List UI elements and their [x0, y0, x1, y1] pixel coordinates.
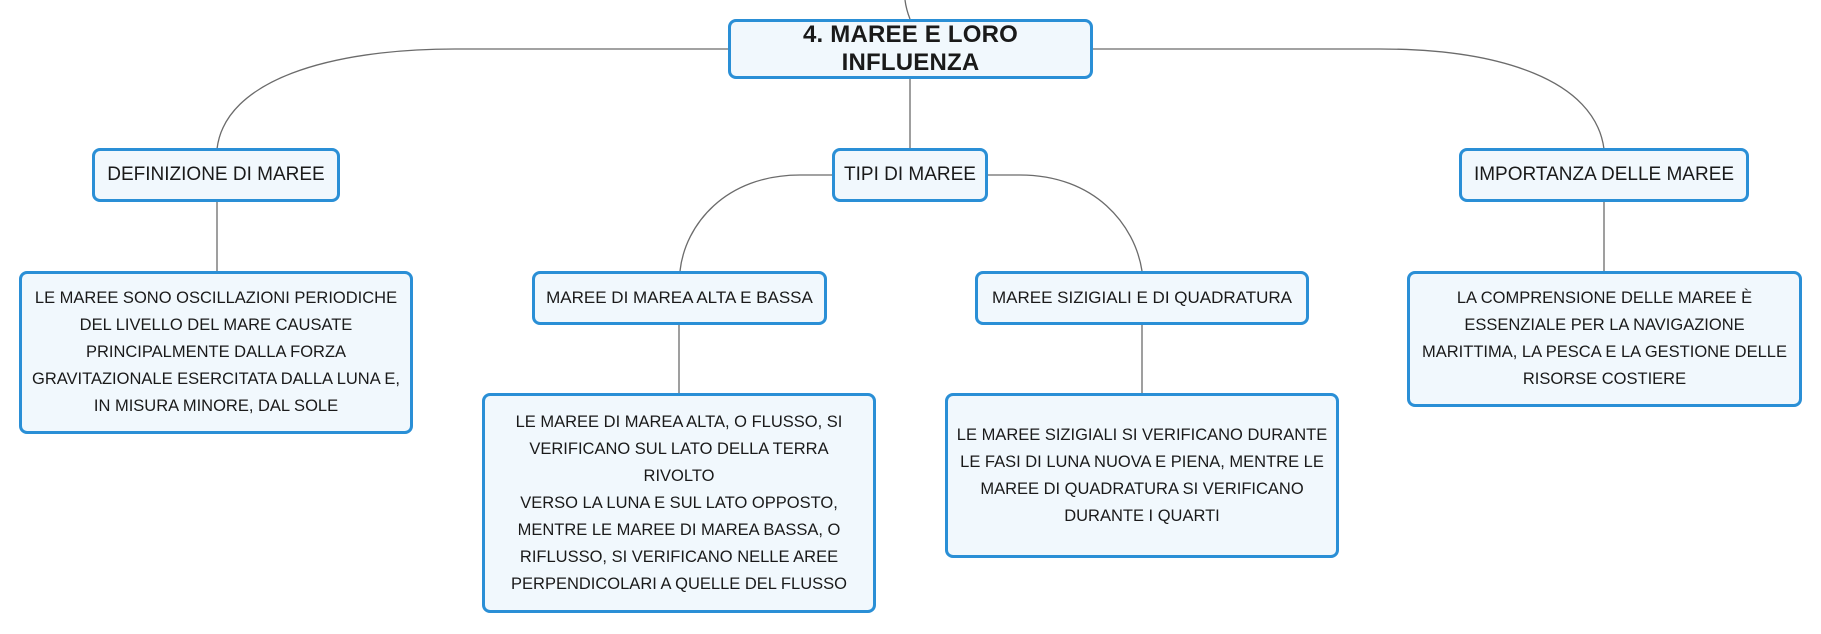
definition-detail-text: LE MAREE SONO OSCILLAZIONI PERIODICHE DE… — [32, 289, 400, 415]
branch-definition-label: DEFINIZIONE DI MAREE — [107, 164, 325, 185]
branch-definition[interactable]: DEFINIZIONE DI MAREE — [92, 148, 340, 202]
importance-detail[interactable]: LA COMPRENSIONE DELLE MAREE È ESSENZIALE… — [1407, 271, 1802, 407]
importance-detail-text: LA COMPRENSIONE DELLE MAREE È ESSENZIALE… — [1422, 289, 1787, 388]
connector-types-to-spring-neap — [988, 174, 1143, 272]
spring-neap-tides-detail[interactable]: LE MAREE SIZIGIALI SI VERIFICANO DURANTE… — [945, 393, 1339, 558]
high-low-tides-detail[interactable]: LE MAREE DI MAREA ALTA, O FLUSSO, SI VER… — [482, 393, 876, 613]
connector-root-to-definition — [216, 48, 728, 150]
root-topic-label: 4. MAREE E LORO INFLUENZA — [802, 21, 1019, 76]
high-low-tides-detail-text: LE MAREE DI MAREA ALTA, O FLUSSO, SI VER… — [511, 412, 847, 593]
spring-neap-tides-detail-text: LE MAREE SIZIGIALI SI VERIFICANO DURANTE… — [956, 425, 1328, 525]
connector-root-to-importance — [1093, 48, 1605, 150]
branch-importance-label: IMPORTANZA DELLE MAREE — [1473, 164, 1735, 185]
definition-detail[interactable]: LE MAREE SONO OSCILLAZIONI PERIODICHE DE… — [19, 271, 413, 434]
connector-types-to-high-low — [679, 174, 832, 272]
branch-types[interactable]: TIPI DI MAREE — [832, 148, 988, 202]
connector-parent-to-root — [904, 0, 911, 20]
subtopic-spring-neap-tides[interactable]: MAREE SIZIGIALI E DI QUADRATURA — [975, 271, 1309, 325]
subtopic-high-low-tides[interactable]: MAREE DI MAREA ALTA E BASSA — [532, 271, 827, 325]
branch-importance[interactable]: IMPORTANZA DELLE MAREE — [1459, 148, 1749, 202]
subtopic-high-low-tides-label: MAREE DI MAREA ALTA E BASSA — [546, 288, 813, 307]
root-topic[interactable]: 4. MAREE E LORO INFLUENZA — [728, 19, 1093, 79]
subtopic-spring-neap-tides-label: MAREE SIZIGIALI E DI QUADRATURA — [991, 288, 1293, 307]
branch-types-label: TIPI DI MAREE — [844, 164, 976, 185]
